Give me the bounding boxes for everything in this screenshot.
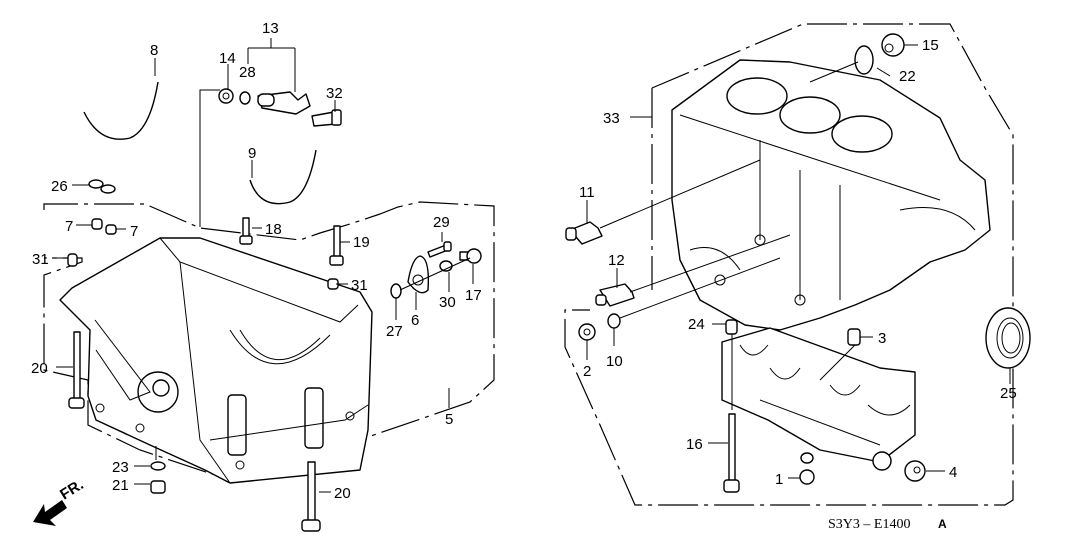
assembly-33-boundary: [564, 23, 1014, 506]
callout-1: 1: [775, 471, 783, 488]
callout-13: 13: [262, 20, 279, 37]
part-23-washer: [150, 461, 166, 471]
part-27-washer: [390, 283, 402, 299]
part-9-seal: [249, 149, 317, 205]
part-1-plug: [799, 452, 815, 485]
assembly-5-boundary: [43, 201, 495, 481]
callout-10: 10: [606, 353, 623, 370]
callout-22: 22: [899, 68, 916, 85]
part-22-washer: [854, 45, 874, 75]
part-12-sensor: [595, 283, 635, 307]
callout-6: 6: [411, 312, 419, 329]
cylinder-block: [671, 59, 991, 331]
part-21-nut: [150, 480, 166, 494]
callout-31b: 31: [351, 277, 368, 294]
leader-lines-left: [52, 38, 474, 493]
callout-12: 12: [608, 252, 625, 269]
callout-28: 28: [239, 64, 256, 81]
callout-14: 14: [219, 50, 236, 67]
callouts: 8 13 14 28 32 9 26 7 7 18 19 29 31 31 27…: [31, 20, 1017, 502]
part-7-dowel-b: [105, 224, 117, 235]
callout-30: 30: [439, 294, 456, 311]
part-15-plug: [881, 33, 905, 57]
callout-23: 23: [112, 459, 129, 476]
part-25-oil-seal: [985, 307, 1031, 369]
part-28-oring: [239, 91, 251, 105]
callout-20b: 20: [334, 485, 351, 502]
callout-5: 5: [445, 411, 453, 428]
part-6-cover: [407, 255, 430, 294]
callout-29: 29: [433, 214, 450, 231]
callout-2: 2: [583, 363, 591, 380]
callout-8: 8: [150, 42, 158, 59]
callout-25: 25: [1000, 385, 1017, 402]
callout-7a: 7: [65, 218, 73, 235]
callout-31a: 31: [32, 251, 49, 268]
callout-32: 32: [326, 85, 343, 102]
part-14-ring: [218, 88, 234, 104]
callout-33: 33: [603, 110, 620, 127]
callout-20a: 20: [31, 360, 48, 377]
part-29-bolt: [427, 241, 452, 258]
callout-21: 21: [112, 477, 129, 494]
part-20-bolt-a: [68, 331, 85, 409]
callout-16: 16: [686, 436, 703, 453]
part-8-seal: [83, 81, 159, 140]
part-10-washer: [607, 313, 621, 329]
part-24-dowel: [725, 319, 738, 335]
part-32-bolt: [311, 109, 342, 127]
part-19-bolt: [329, 225, 344, 266]
callout-19: 19: [353, 234, 370, 251]
part-7-dowel-a: [91, 218, 103, 230]
part-4-plug: [872, 451, 926, 482]
diagram-code-text: S3Y3 – E1400: [828, 517, 910, 532]
part-17-bolt: [459, 248, 482, 264]
callout-7b: 7: [130, 223, 138, 240]
callout-15: 15: [922, 37, 939, 54]
callout-4: 4: [949, 464, 957, 481]
diagram-code-suffix: A: [938, 517, 947, 531]
callout-17: 17: [465, 287, 482, 304]
part-18-bolt: [239, 217, 253, 245]
part-16-bolt: [723, 413, 740, 493]
part-31-dowel-a: [67, 253, 78, 267]
callout-11: 11: [579, 184, 595, 201]
lower-block: [721, 327, 916, 463]
part-2-plug: [578, 323, 596, 341]
callout-3: 3: [878, 330, 886, 347]
front-arrow-icon: [33, 500, 67, 526]
leader-lines-right: [586, 44, 1011, 479]
part-11-sensor: [565, 221, 603, 245]
front-label: FR.: [57, 476, 87, 503]
callout-24: 24: [688, 316, 705, 333]
part-3-dowel: [847, 328, 861, 346]
callout-26: 26: [51, 178, 68, 195]
diagram-code: S3Y3 – E1400 A: [828, 517, 947, 532]
part-13-sensor: [257, 91, 311, 115]
front-direction-indicator: FR.: [33, 476, 87, 526]
callout-27: 27: [386, 323, 403, 340]
oil-pan: [59, 237, 373, 484]
part-20-bolt-b: [301, 461, 321, 532]
callout-18: 18: [265, 221, 282, 238]
callout-9: 9: [248, 145, 256, 162]
part-26-washers: [88, 179, 116, 194]
